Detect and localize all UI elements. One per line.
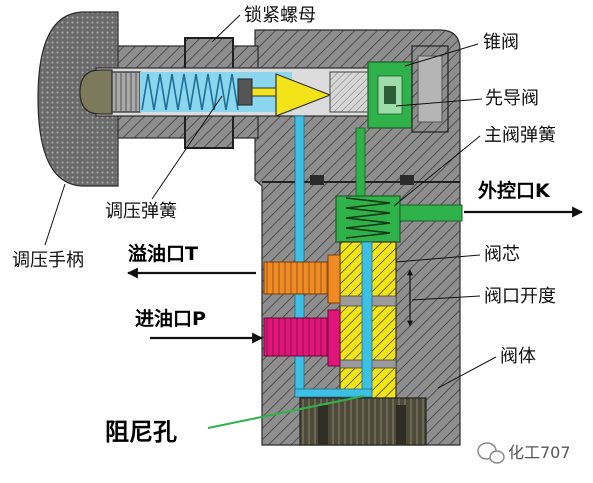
leader-main-spring [393,135,481,207]
pilot-seat-insert [329,71,371,113]
label-adjust-spring: 调压弹簧 [105,201,177,222]
label-lock-nut: 锁紧螺母 [244,5,316,26]
leader-spool [395,254,481,263]
leader-adjust-spring [151,95,223,200]
bottom-cap-bolt-right [396,405,406,445]
wechat-icon [477,442,505,464]
cone-stem [251,87,277,97]
label-valve-opening: 阀口开度 [484,286,556,307]
adjusting-spring [141,73,239,111]
remote-control-passage [399,204,463,222]
leader-pilot-valve [395,98,483,107]
label-main-spring: 主阀弹簧 [484,125,556,146]
watermark-text: 化工707 [508,443,571,462]
leader-damping-hole [207,395,365,429]
adjusting-screw-end [79,69,113,115]
cone-valve [275,73,332,117]
label-inlet-port: 进油口P [135,308,206,330]
leader-adjust-handle [44,183,66,246]
leader-lock-nut [211,14,241,43]
end-plug-face [417,55,443,123]
main-spring [345,197,391,239]
seal-notch-right [400,175,414,185]
bottom-connecting-channel [294,388,373,398]
damping-hole-channel [361,241,373,399]
label-spool: 阀芯 [484,244,520,265]
label-damping-hole: 阻尼孔 [105,418,177,446]
inlet-port-texture [264,318,332,356]
pilot-to-main-passage [355,127,366,201]
pilot-seat-orifice [384,86,396,104]
label-adjust-handle: 调压手柄 [12,250,84,271]
leader-cone-valve [404,43,479,67]
label-overflow-port: 溢油口T [128,242,198,265]
leader-valve-body [437,356,497,389]
adjusting-handle [37,11,119,187]
label-remote-port: 外控口K [478,179,551,202]
screw-threads [115,72,137,112]
leader-valve-opening [411,295,481,301]
bottom-cap-bolt-left [318,405,328,445]
spring-retainer [237,78,253,106]
seal-notch-left [310,175,324,185]
label-cone-valve: 锥阀 [483,32,519,53]
label-valve-body: 阀体 [500,346,536,367]
overflow-port-texture [264,262,332,294]
label-pilot-valve: 先导阀 [485,88,539,109]
